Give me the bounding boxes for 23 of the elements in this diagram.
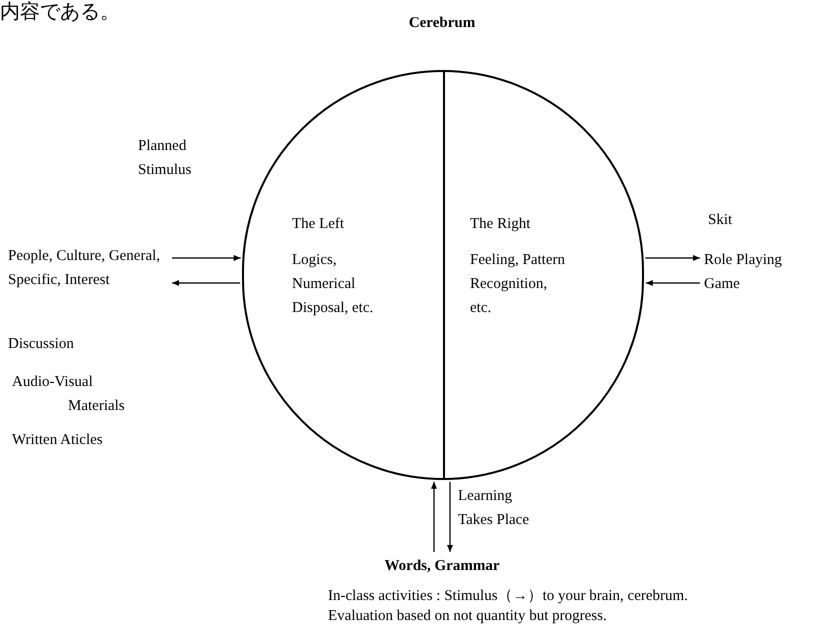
- label-text: In-class activities : Stimulus（→）to your brain, cerebrum.: [328, 587, 688, 606]
- half-heading: The Right: [470, 215, 532, 234]
- label-text: Learning Takes Place: [458, 487, 530, 530]
- label-text: Evaluation based on not quantity but progress.: [328, 607, 607, 626]
- arrow: [645, 255, 700, 261]
- arrow: [172, 280, 240, 286]
- label-text: Skit: [708, 211, 732, 230]
- arrow: [172, 255, 241, 261]
- node-text: Logics, Numerical Disposal, etc.: [292, 251, 374, 318]
- label-text: Planned Stimulus: [138, 137, 192, 180]
- half-heading: The Left: [292, 215, 346, 234]
- node-text: Role Playing Game: [704, 251, 783, 294]
- arrow: [646, 280, 700, 286]
- arrow: [447, 482, 453, 552]
- label-text: Discussion: [8, 335, 74, 354]
- title: Cerebrum: [408, 14, 476, 33]
- label-text: Written Aticles: [12, 431, 103, 450]
- label-text: 内容である。: [0, 0, 120, 24]
- node-text: Feeling, Pattern Recognition, etc.: [470, 251, 566, 318]
- label-text: Audio-Visual Materials: [12, 373, 126, 416]
- arrow: [431, 482, 437, 552]
- node-text: Words, Grammar: [384, 557, 500, 576]
- node-text: People, Culture, General, Specific, Interest: [8, 247, 162, 290]
